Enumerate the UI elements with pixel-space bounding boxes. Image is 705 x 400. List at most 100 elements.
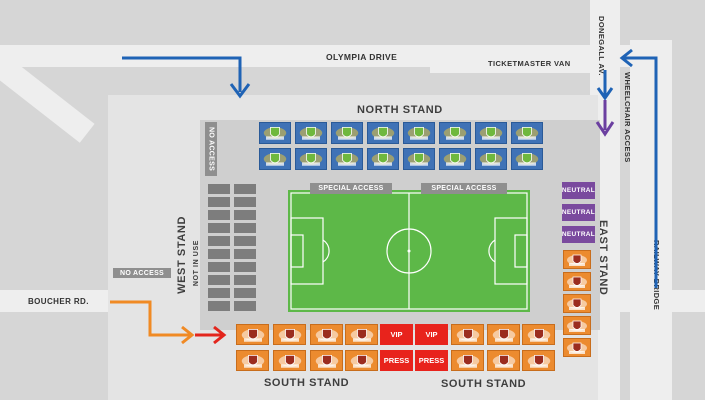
club-crest-icon [315,354,338,368]
east-stand-block[interactable] [563,294,591,313]
club-crest-icon [241,354,264,368]
north-stand-block[interactable] [331,122,363,144]
south-entry-arrowhead [213,325,227,345]
club-crest-icon [567,254,587,266]
east-stand-block[interactable] [563,272,591,291]
press-section-1[interactable]: PRESS [380,350,413,371]
club-crest-icon [567,298,587,310]
west-stand-block [234,223,256,233]
boucher-arrow [110,300,190,337]
north-stand-block[interactable] [403,122,435,144]
club-crest-icon [567,276,587,288]
neutral-section-3[interactable]: NEUTRAL [562,226,595,243]
south-stand-block[interactable] [273,324,306,345]
railway-bridge-arrowhead [619,48,633,68]
road-boucher [0,290,110,312]
west-stand-block [234,301,256,311]
north-stand-block[interactable] [331,148,363,170]
club-crest-icon [241,328,264,342]
club-crest-icon [299,152,323,166]
no-access-tag-left: NO ACCESS [113,268,171,278]
north-stand-block[interactable] [511,122,543,144]
north-stand-block[interactable] [367,122,399,144]
club-crest-icon [567,320,587,332]
road-east-connector [620,290,705,312]
vip-section-2[interactable]: VIP [415,324,448,345]
club-crest-icon [371,126,395,140]
west-stand-block [234,275,256,285]
south-stand-block[interactable] [522,350,555,371]
west-stand-block [208,210,230,220]
wheelchair-arrowhead [595,121,615,137]
club-crest-icon [443,152,467,166]
north-stand-block[interactable] [439,148,471,170]
road-ticketmaster-van [430,53,620,73]
east-stand-block[interactable] [563,316,591,335]
south-stand-block[interactable] [487,350,520,371]
west-stand-block [234,197,256,207]
olympia-drive-arrow [122,56,242,92]
west-stand-block [208,197,230,207]
olympia-drive-label: OLYMPIA DRIVE [326,52,398,62]
special-access-tag-left: SPECIAL ACCESS [310,183,392,194]
north-stand-block[interactable] [295,148,327,170]
south-stand-block[interactable] [273,350,306,371]
west-stand-block [234,210,256,220]
railway-bridge-arrow [624,56,658,288]
club-crest-icon [443,126,467,140]
donegall-arrowhead [596,87,614,101]
south-stand-block[interactable] [236,350,269,371]
north-stand-block[interactable] [439,122,471,144]
south-stand-block[interactable] [487,324,520,345]
right-penalty-arc [488,239,496,263]
south-stand-block[interactable] [236,324,269,345]
boucher-rd-label: BOUCHER RD. [28,297,89,306]
south-stand-label-left: SOUTH STAND [264,377,350,389]
east-stand-block[interactable] [563,250,591,269]
north-stand-block[interactable] [403,148,435,170]
press-section-2[interactable]: PRESS [415,350,448,371]
west-stand-block [234,288,256,298]
north-stand-block[interactable] [475,122,507,144]
donegall-av-label: DONEGALL AV. [597,16,606,76]
north-stand-block[interactable] [511,148,543,170]
south-stand-block[interactable] [451,324,484,345]
club-crest-icon [515,152,539,166]
road-railway-bridge [630,40,672,400]
west-stand-block [234,262,256,272]
south-stand-block[interactable] [345,324,378,345]
club-crest-icon [315,328,338,342]
north-stand-block[interactable] [259,148,291,170]
west-stand-block [208,249,230,259]
neutral-section-1[interactable]: NEUTRAL [562,182,595,199]
west-stand-block [208,301,230,311]
west-stand-block [234,249,256,259]
ticketmaster-van-label: TICKETMASTER VAN [488,59,571,68]
club-crest-icon [335,152,359,166]
north-stand-block[interactable] [295,122,327,144]
south-stand-block[interactable] [345,350,378,371]
north-stand-block[interactable] [475,148,507,170]
club-crest-icon [492,354,515,368]
west-stand-block [208,184,230,194]
west-stand-block [234,236,256,246]
vip-section-1[interactable]: VIP [380,324,413,345]
south-stand-block[interactable] [310,324,343,345]
west-stand-block [208,288,230,298]
south-stand-block[interactable] [522,324,555,345]
center-circle [386,228,432,274]
club-crest-icon [335,126,359,140]
north-stand-label: NORTH STAND [357,104,443,116]
north-stand-block[interactable] [367,148,399,170]
club-crest-icon [407,126,431,140]
club-crest-icon [456,354,479,368]
club-crest-icon [371,152,395,166]
south-stand-block[interactable] [310,350,343,371]
north-stand-block[interactable] [259,122,291,144]
club-crest-icon [492,328,515,342]
club-crest-icon [567,342,587,354]
neutral-section-2[interactable]: NEUTRAL [562,204,595,221]
no-access-tag-top: NO ACCESS [205,122,217,176]
east-stand-block[interactable] [563,338,591,357]
south-stand-block[interactable] [451,350,484,371]
